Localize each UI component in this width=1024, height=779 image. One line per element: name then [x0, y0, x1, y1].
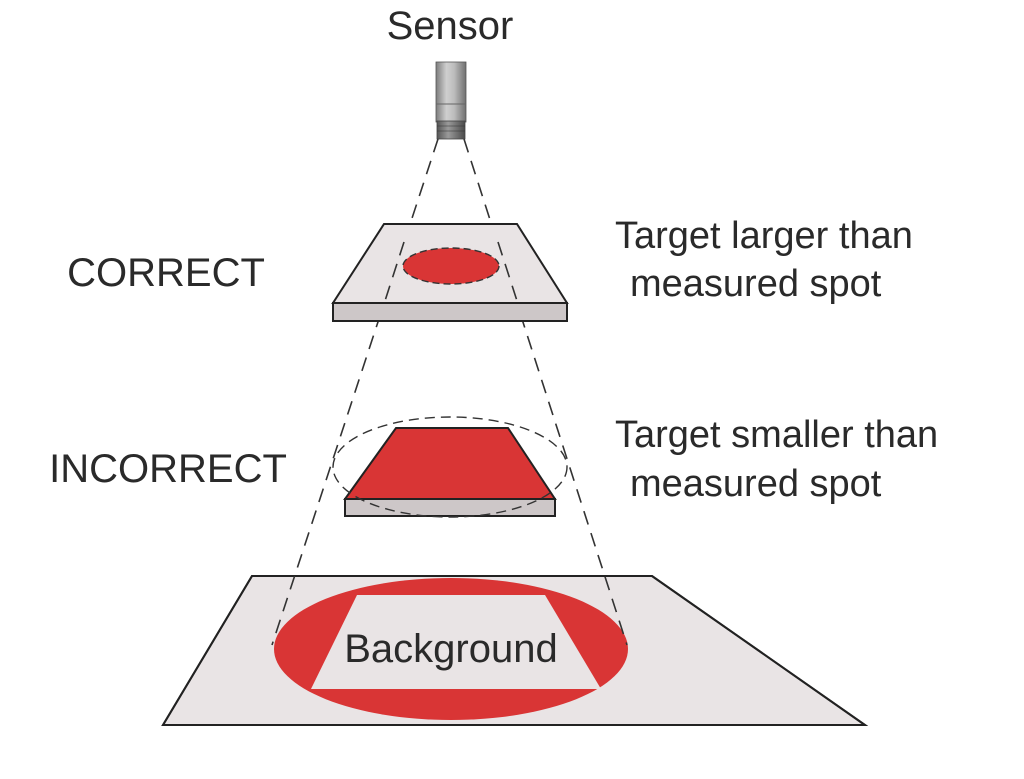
correct-target-plate [331, 223, 569, 322]
sensor-label: Sensor [387, 4, 514, 48]
small-target-shadow [311, 595, 601, 689]
correct-measured-spot [402, 247, 500, 285]
background-label: Background [344, 627, 557, 671]
correct-description-line2: measured spot [630, 263, 882, 305]
background-plate [161, 575, 869, 726]
correct-label: CORRECT [67, 251, 265, 295]
incorrect-measured-spot [332, 416, 568, 518]
incorrect-label: INCORRECT [49, 447, 287, 491]
incorrect-description-line2: measured spot [630, 463, 882, 505]
cone-overlay-correct [382, 241, 520, 308]
measurement-cone [271, 138, 628, 646]
correct-description-line1: Target larger than [615, 215, 913, 257]
sensor-icon [435, 61, 467, 140]
incorrect-description-line1: Target smaller than [615, 414, 938, 456]
incorrect-target-plate [332, 416, 568, 518]
